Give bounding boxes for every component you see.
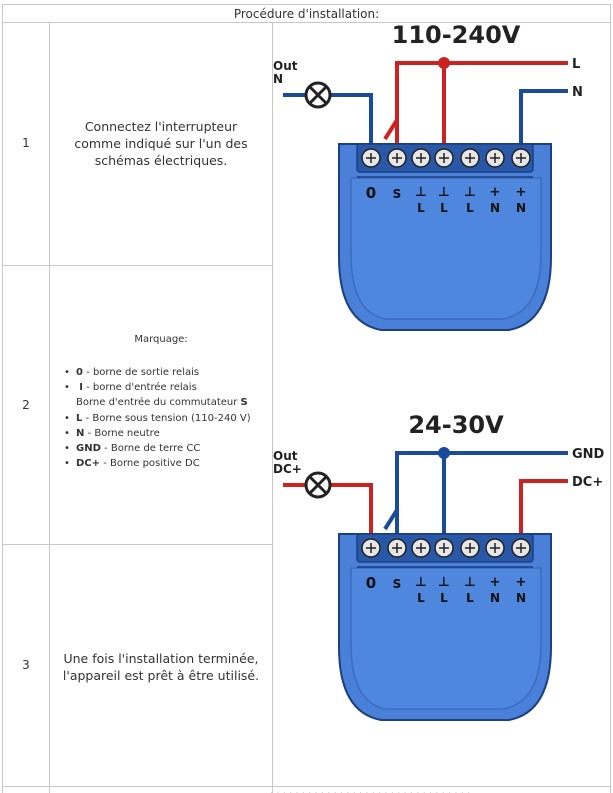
out-wire-right — [330, 483, 373, 544]
terminal-label: L — [466, 201, 474, 215]
terminal-symbol: + — [516, 185, 527, 200]
terminal-symbol: ⊥ — [464, 575, 476, 590]
terminal-symbol: ⊥ — [438, 185, 450, 200]
marquage-item: •L - Borne sous tension (110-240 V) — [64, 412, 251, 424]
marquage-title: Marquage: — [134, 334, 188, 345]
table-border-left — [2, 4, 3, 793]
terminal-label: N — [516, 591, 526, 605]
top-wire — [395, 61, 568, 134]
row-divider-2 — [2, 544, 273, 545]
label-right-top: GND — [572, 447, 605, 462]
out-wire-right — [330, 93, 373, 154]
terminal-label: L — [440, 591, 448, 605]
column-divider-2 — [272, 22, 273, 793]
switch-lever — [383, 118, 399, 141]
table-border-right — [610, 4, 611, 793]
device-face — [350, 567, 542, 710]
table-header: Procédure d'installation: — [233, 7, 380, 21]
label-right-top: L — [572, 57, 580, 72]
lamp-cross — [308, 85, 328, 105]
table-border-top — [2, 4, 611, 5]
terminal-label: L — [440, 201, 448, 215]
terminal-label: N — [516, 201, 526, 215]
out-label: Out — [273, 449, 298, 463]
column-divider-1 — [49, 22, 50, 793]
bottom-wire — [519, 479, 568, 544]
out-label: Out — [273, 59, 298, 73]
switch-lever — [383, 508, 399, 531]
terminal-label: N — [490, 201, 500, 215]
cut-off-text: . . . . . . . . . . . . . . . . . . . . … — [270, 786, 471, 793]
voltage-label: 110-240V — [392, 22, 521, 49]
device-face — [350, 177, 542, 320]
bottom-wire — [519, 89, 568, 154]
label-right-bottom: DC+ — [572, 475, 603, 490]
step-number-3: 3 — [22, 658, 30, 672]
terminal-symbol: + — [490, 185, 501, 200]
terminal-label: L — [417, 591, 425, 605]
step-number-1: 1 — [22, 136, 30, 150]
terminal-symbol: + — [490, 575, 501, 590]
terminal-label: L — [417, 201, 425, 215]
marquage-item: •0 - borne de sortie relais — [64, 367, 200, 378]
terminal-label: 0 — [366, 184, 376, 202]
header-divider — [2, 22, 611, 23]
label-right-bottom: N — [572, 85, 583, 100]
terminal-symbol: ⊥ — [464, 185, 476, 200]
terminal-symbol: + — [516, 575, 527, 590]
marquage-item: •N - Borne neutre — [64, 427, 160, 439]
junction-dot — [438, 57, 450, 69]
terminal-label: 0 — [366, 574, 376, 592]
marquage-list: •0 - borne de sortie relais • I - borne … — [64, 365, 251, 471]
marquage-item: Borne d'entrée du commutateur S — [76, 397, 248, 409]
out-label-sub: N — [273, 72, 283, 86]
terminal-symbol: ⊥ — [415, 185, 427, 200]
row-divider-3 — [2, 786, 611, 787]
row-divider-1 — [2, 265, 273, 266]
marquage-item: • I - borne d'entrée relais — [64, 382, 197, 394]
step-number-2: 2 — [22, 398, 30, 412]
step-text-3: Une fois l'installation terminée, l'appa… — [62, 651, 260, 683]
marquage-block: Marquage: •0 - borne de sortie relais • … — [50, 266, 272, 544]
terminal-symbol: ⊥ — [415, 575, 427, 590]
voltage-label: 24-30V — [408, 411, 504, 439]
terminal-label: N — [490, 591, 500, 605]
top-wire — [395, 451, 568, 524]
marquage-item: •GND - Borne de terre CC — [64, 443, 201, 455]
lamp-cross — [308, 475, 328, 495]
step-text-1: Connectez l'interrupteur comme indiqué s… — [74, 119, 248, 168]
terminal-label: L — [466, 591, 474, 605]
terminal-label: S — [393, 187, 402, 201]
out-label-sub: DC+ — [273, 462, 302, 476]
junction-dot — [438, 447, 450, 459]
marquage-item: •DC+ - Borne positive DC — [64, 458, 200, 470]
terminal-label: S — [393, 577, 402, 591]
terminal-symbol: ⊥ — [438, 575, 450, 590]
